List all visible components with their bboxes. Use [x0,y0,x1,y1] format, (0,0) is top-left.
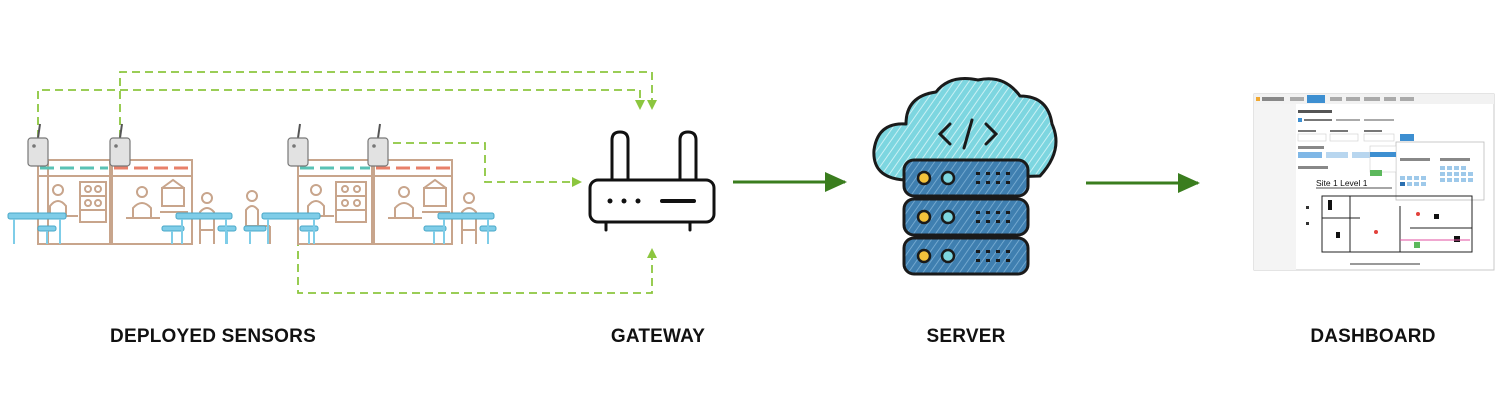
cloud-shape [872,77,1058,182]
cloud-server-icon [872,77,1058,276]
label-dashboard: DASHBOARD [1310,326,1436,347]
server-leds [916,170,956,264]
desks-right [243,212,497,232]
calendar-grid [1400,166,1473,186]
sensor-device-icon [27,123,49,167]
label-gateway: GATEWAY [610,326,706,347]
booth-group-left [37,159,215,245]
desk-legs-right [249,219,489,244]
sensor-device-icon [367,123,389,167]
router-icon [588,130,716,232]
label-server: SERVER [926,326,1006,347]
floor-plan [1321,195,1473,253]
link-sensor4-gateway [380,142,582,187]
desks-left [7,212,237,232]
server-vents [976,172,1010,262]
data-flow-arrows [733,172,1200,193]
link-sensor2-gateway [119,71,657,138]
sensor-device-icon [109,123,131,167]
sensor-device-icon [287,123,309,167]
link-sensor1-gateway [37,89,645,138]
desk-legs-left [13,219,228,244]
code-icon [937,118,999,150]
dashboard-screenshot-icon: Site 1 Level 1 [1253,93,1495,271]
label-deployed-sensors: DEPLOYED SENSORS [110,326,316,347]
map-title: Site 1 Level 1 [1316,178,1368,188]
floor-plan-marks [1306,200,1470,248]
booth-group-right [245,159,477,245]
server-racks [902,158,1030,276]
sensor-scene [7,123,497,245]
